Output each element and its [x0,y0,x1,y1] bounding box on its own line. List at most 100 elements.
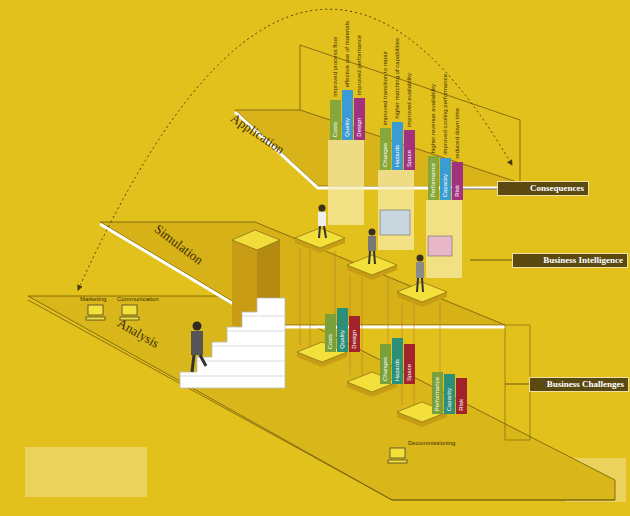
icon-label: Communication [117,296,159,302]
glass-bar [328,140,364,225]
icon-label: Decommissioning [408,440,455,446]
person-body [318,212,326,226]
benefit-text: higher revenue availability [430,84,436,153]
person-leg [374,251,375,264]
bar [380,344,391,384]
bar [349,316,360,352]
hairline [300,248,301,345]
bar-label: Capacity [442,174,448,197]
bar [444,374,455,414]
person-leg [324,226,326,238]
callout-text: Business Challenges [534,379,624,390]
bar-label: Performance [434,377,440,411]
side-panel [505,325,530,440]
step-line [227,331,285,332]
bar-label: Costs [332,122,338,137]
person-leg [192,355,194,372]
benefit-text: improved availability [406,73,412,127]
monitor [122,305,137,315]
person [416,255,424,293]
keyboard [86,317,105,320]
person-head [369,229,376,236]
plane-edge [392,500,615,501]
benefit-text: improved transition to repair [382,51,388,125]
bar [428,156,439,200]
leader-lines [440,189,529,384]
glass-bar [426,200,462,278]
screen [380,210,410,235]
benefit-text: improved cooling performance [442,74,448,155]
bar-label: Hazards [394,145,400,167]
screen [428,236,452,256]
person [318,205,326,239]
hairline [362,277,363,378]
callout-text: Business Intelligence [517,255,623,266]
hairlines [300,248,440,408]
bar-label: Design [351,330,357,349]
bar-label: Quality [344,118,350,137]
bar [342,90,353,140]
person-head [319,205,326,212]
step-line [180,376,285,377]
bar-label: Performance [430,163,436,197]
bar-label: Design [356,118,362,137]
person-leg [200,355,206,366]
bar [380,128,391,170]
bar-label: Risk [454,185,460,197]
step-lines [180,316,285,376]
person-head [417,255,424,262]
benefit-text: improved process flow [332,37,338,97]
bar [337,308,348,352]
glass-bar [378,170,414,250]
computer-icons [86,305,407,463]
person [368,229,376,265]
step-line [212,346,285,347]
bar [456,378,467,414]
bar [354,98,365,140]
benefit-text: higher matching of capabilities [394,38,400,119]
light-panel [25,447,147,497]
person-body [416,262,424,278]
bar [432,372,443,414]
monitor [88,305,103,315]
bar-label: Changes [382,143,388,167]
person-leg [417,278,418,292]
bar-label: Hazards [394,359,400,381]
keyboard [388,460,407,463]
bar [325,314,336,352]
plane-edge [28,300,392,500]
person-leg [369,251,370,264]
platform [347,255,397,275]
icon-label: Marketing [80,296,106,302]
bar-label: Capacity [446,388,452,411]
monitor [390,448,405,458]
bar [330,100,341,140]
benefit-text: improved performance [356,35,362,95]
person-body [191,331,203,355]
bar [452,162,463,200]
callout-box: Consequences [497,181,589,196]
bar-label: Space [406,364,412,381]
benefit-text: effective use of materials [344,21,350,87]
step-line [242,316,285,317]
person-on-stairs [191,322,206,373]
cycle-arc [78,9,512,290]
bar [392,122,403,170]
bar [392,338,403,384]
leader-line [470,260,512,261]
person-leg [422,278,423,292]
person-leg [319,226,320,238]
bar-label: Quality [339,330,345,349]
callout-text: Consequences [502,183,584,194]
column-top [232,230,280,250]
staircase [180,298,285,388]
person-head [193,322,202,331]
bar-label: Costs [327,334,333,349]
bar [404,344,415,384]
bar-label: Space [406,150,412,167]
callout-box: Business Intelligence [512,253,628,268]
hairline [310,250,311,348]
benefit-text: reduced down time [454,108,460,159]
callout-box: Business Challenges [529,377,629,392]
